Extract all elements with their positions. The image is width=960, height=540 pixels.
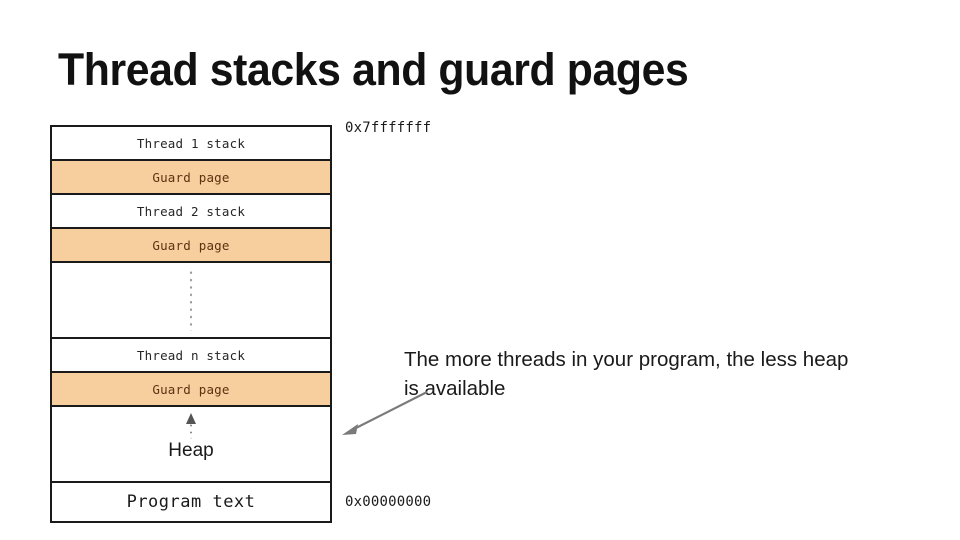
memory-row-guard-page-n: Guard page: [52, 373, 330, 407]
memory-row-label: Heap: [168, 440, 214, 461]
vertical-ellipsis-icon: [189, 269, 193, 331]
memory-row-label: Thread 2 stack: [136, 203, 246, 219]
memory-row-thread-1-stack: Thread 1 stack: [52, 127, 330, 161]
memory-row-thread-n-stack: Thread n stack: [52, 339, 330, 373]
memory-row-guard-page-1: Guard page: [52, 161, 330, 195]
memory-map-diagram: Thread 1 stack Guard page Thread 2 stack…: [50, 125, 332, 523]
memory-row-heap: Heap: [52, 407, 330, 483]
address-label-top: 0x7fffffff: [345, 120, 432, 136]
address-label-bottom: 0x00000000: [345, 494, 432, 510]
page-title: Thread stacks and guard pages: [58, 44, 689, 95]
memory-row-ellipsis: [52, 263, 330, 339]
annotation-text: The more threads in your program, the le…: [404, 348, 849, 400]
memory-row-program-text: Program text: [52, 483, 330, 521]
memory-row-label: Guard page: [152, 169, 230, 185]
memory-row-label: Program text: [126, 492, 256, 512]
memory-row-label: Thread n stack: [136, 347, 246, 363]
memory-row-label: Guard page: [152, 381, 230, 397]
memory-row-label: Thread 1 stack: [136, 135, 246, 151]
memory-row-label: Guard page: [152, 237, 230, 253]
memory-row-thread-2-stack: Thread 2 stack: [52, 195, 330, 229]
memory-row-guard-page-2: Guard page: [52, 229, 330, 263]
heap-growth-arrow-icon: [186, 413, 196, 439]
